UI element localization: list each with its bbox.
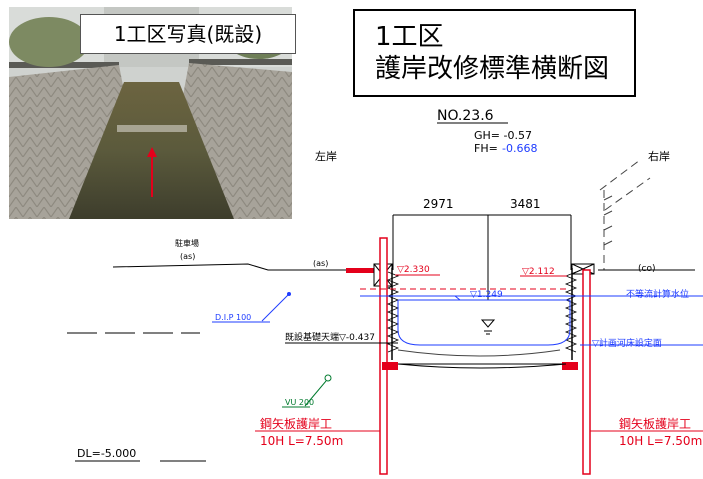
water-level-text: 不等流計算水位 xyxy=(626,288,689,300)
fh-value: -0.668 xyxy=(502,142,537,155)
section-number: NO.23.6 xyxy=(437,108,494,124)
right-bank-slope xyxy=(599,159,651,270)
vu-leader xyxy=(304,380,327,407)
left-top-level: ▽2.330 xyxy=(397,265,430,275)
vu-label: VU 200 xyxy=(285,398,314,407)
title-line-2: 護岸改修標準横断図 xyxy=(375,54,610,84)
dl-label: DL=-5.000 xyxy=(77,447,136,460)
dip-leader xyxy=(261,294,289,322)
right-pile-title: 鋼矢板護岸工 xyxy=(619,416,691,431)
title-box: 1工区 護岸改修標準横断図 xyxy=(353,9,636,97)
dimension-lines xyxy=(392,214,572,300)
channel-floor-line xyxy=(397,363,567,369)
bed-level-text: ▽計画河床設定面 xyxy=(592,337,662,349)
channel-bed-line xyxy=(397,349,561,357)
left-pile-title: 鋼矢板護岸工 xyxy=(260,416,332,431)
dip-label: D.I.P 100 xyxy=(215,313,251,322)
right-sheet-pile xyxy=(562,268,591,475)
water-level-lines xyxy=(360,295,703,346)
left-sheet-pile xyxy=(379,237,400,475)
dip-pipe-marker xyxy=(287,292,291,296)
parking-label: 駐車場 xyxy=(175,238,199,248)
right-bank-label: 右岸 xyxy=(648,149,670,163)
dimension-right: 3481 xyxy=(510,197,541,211)
left-bank-label: 左岸 xyxy=(315,150,337,163)
right-bank-tick-marks xyxy=(603,195,613,246)
right-pile-spec: 10H L=7.50m xyxy=(619,434,702,448)
right-top-level: ▽2.112 xyxy=(522,267,555,277)
co-label: (co) xyxy=(638,264,655,274)
photo-caption: 1工区写真(既設) xyxy=(80,14,296,54)
fh-label: FH= xyxy=(474,142,498,155)
water-level-value: ▽1.249 xyxy=(470,290,503,300)
as-left-label: (as) xyxy=(180,252,195,261)
foundation-label: 既設基礎天端▽-0.437 xyxy=(285,331,375,343)
ground-line xyxy=(112,263,695,271)
water-surface-symbol xyxy=(480,319,496,335)
as-center-label: (as) xyxy=(313,259,328,268)
vu-pipe-marker xyxy=(324,374,332,382)
left-pile-spec: 10H L=7.50m xyxy=(260,434,343,448)
dimension-left: 2971 xyxy=(423,197,454,211)
title-line-1: 1工区 xyxy=(375,22,444,52)
gh-value: GH= -0.57 xyxy=(474,129,532,142)
